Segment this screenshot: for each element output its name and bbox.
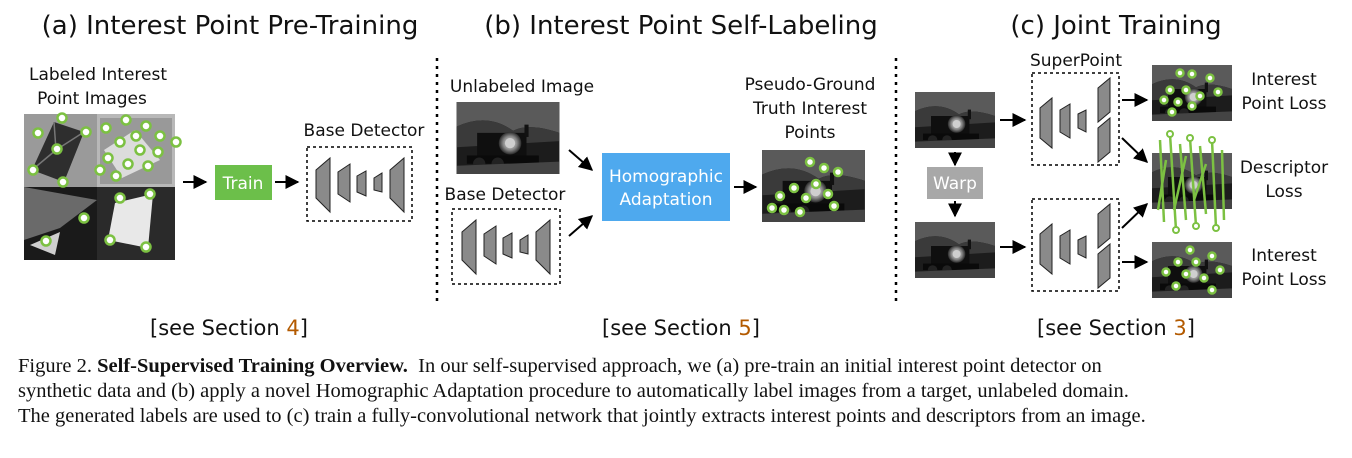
homographic-label-line1: Homographic — [609, 167, 723, 187]
base-detector-label-b: Base Detector — [445, 185, 566, 205]
interest-point-loss-top-line1: Interest — [1251, 70, 1317, 90]
descriptor-loss-line1: Descriptor — [1240, 158, 1328, 178]
superpoint-network-top — [1031, 72, 1120, 166]
labeled-images-label-line1: Labeled Interest — [29, 65, 167, 85]
caption-line-3: The generated labels are used to (c) tra… — [18, 405, 1146, 427]
train-box — [215, 165, 272, 200]
panel-c-title: (c) Joint Training — [1010, 11, 1221, 41]
interest-point-loss-top-line2: Point Loss — [1242, 94, 1327, 114]
input-image-top — [915, 92, 995, 148]
unlabeled-image — [456, 102, 560, 174]
base-detector-network-b — [451, 208, 561, 285]
panel-b-title: (b) Interest Point Self-Labeling — [484, 11, 878, 41]
base-detector-label-a: Base Detector — [304, 121, 425, 141]
warp-label: Warp — [933, 174, 977, 194]
interest-point-loss-bottom-line1: Interest — [1251, 246, 1317, 266]
base-detector-network-a — [306, 146, 413, 222]
superpoint-label: SuperPoint — [1030, 51, 1122, 71]
section-ref-a: [see Section 4] — [150, 316, 308, 340]
warp-box — [927, 167, 983, 199]
section-ref-c: [see Section 3] — [1037, 316, 1195, 340]
section-ref-b: [see Section 5] — [602, 316, 760, 340]
figure-caption: Figure 2. Self-Supervised Training Overv… — [18, 354, 1336, 429]
caption-line-2: synthetic data and (b) apply a novel Hom… — [18, 380, 1129, 402]
input-image-warped — [915, 222, 995, 278]
panel-a-title: (a) Interest Point Pre-Training — [42, 11, 419, 41]
superpoint-network-bottom — [1031, 198, 1120, 292]
pseudo-gt-label-line3: Points — [784, 123, 835, 143]
descriptor-loss-line2: Loss — [1265, 182, 1302, 202]
pseudo-gt-label-line2: Truth Interest — [752, 99, 867, 119]
homographic-adaptation-box — [602, 153, 730, 221]
caption-line-1: Figure 2. Self-Supervised Training Overv… — [18, 354, 1336, 379]
unlabeled-image-label: Unlabeled Image — [450, 77, 594, 97]
homographic-label-line2: Adaptation — [620, 190, 713, 210]
labeled-images-label-line2: Point Images — [37, 89, 147, 109]
caption-line1-rest: In our self-supervised approach, we (a) … — [418, 355, 1102, 377]
synthetic-shapes-grid — [24, 112, 182, 260]
interest-point-loss-bottom-line2: Point Loss — [1242, 270, 1327, 290]
train-label: Train — [222, 174, 264, 194]
descriptor-correspondence-lines — [1156, 133, 1226, 231]
figure-label: Figure 2. — [18, 355, 93, 377]
caption-bold-title: Self-Supervised Training Overview. — [97, 355, 408, 377]
pseudo-gt-label-line1: Pseudo-Ground — [745, 75, 876, 95]
